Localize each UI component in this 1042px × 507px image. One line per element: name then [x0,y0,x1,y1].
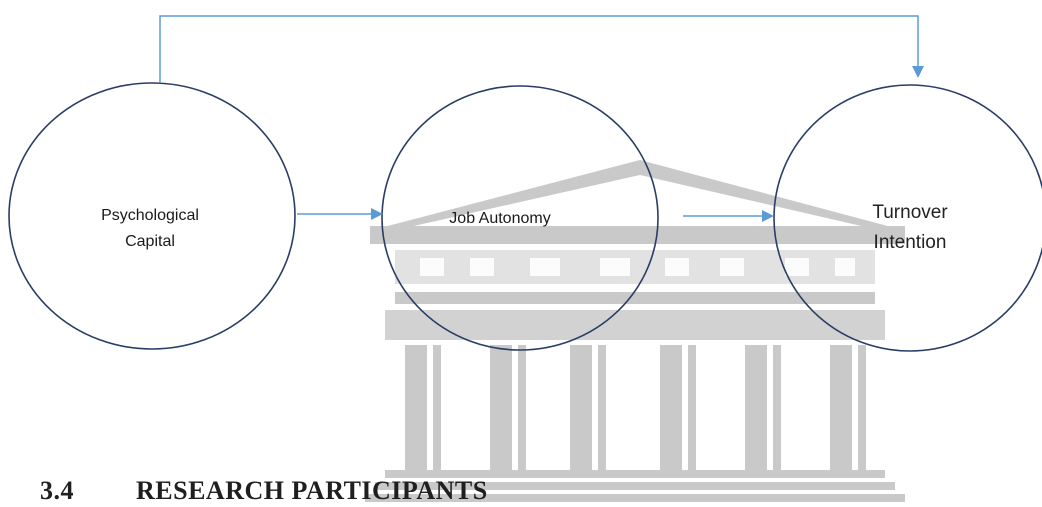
edge-psychological-capital-to-turnover-intention [159,15,924,82]
section-heading: 3.4 RESEARCH PARTICIPANTS [40,476,488,506]
label-line: Job Autonomy [449,210,551,227]
section-number: 3.4 [40,476,74,505]
label-line: Psychological [101,207,199,224]
node-psychological-capital [8,82,296,350]
label-line: Intention [873,232,947,253]
node-turnover-intention [773,84,1042,352]
label-job-autonomy: Job Autonomy [440,206,560,232]
label-psychological-capital: Psychological Capital [70,203,230,255]
section-title: RESEARCH PARTICIPANTS [136,476,488,505]
label-line: Turnover [872,202,948,223]
label-turnover-intention: Turnover Intention [840,198,980,258]
label-line: Capital [125,233,175,250]
university-building-watermark [365,160,905,502]
